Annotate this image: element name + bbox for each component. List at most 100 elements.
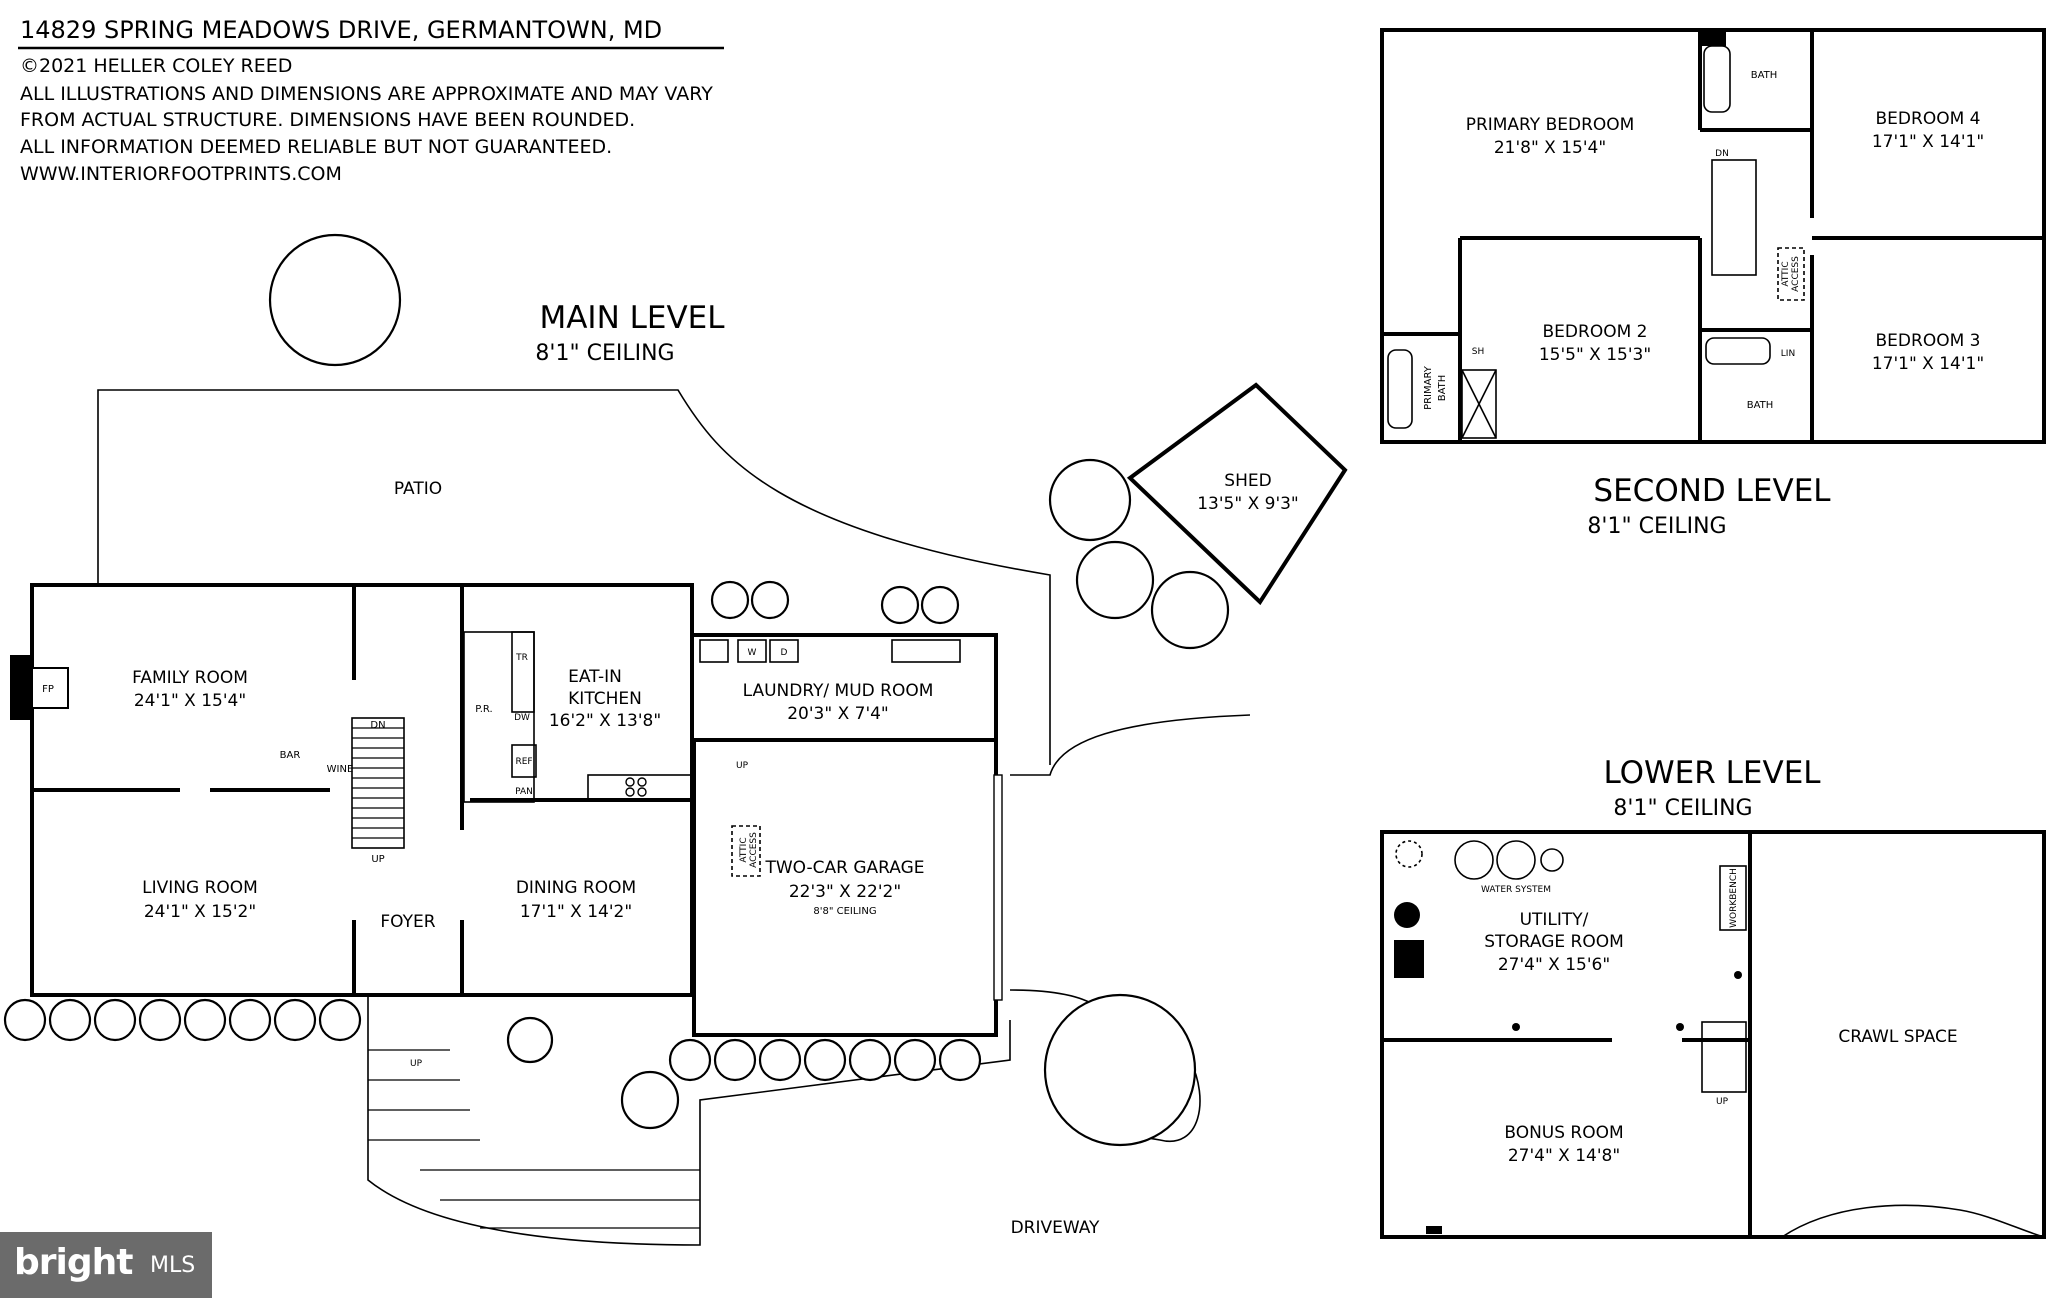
- living-room-dim: 24'1" X 15'2": [144, 902, 256, 922]
- disclaimer-line-3: ALL INFORMATION DEEMED RELIABLE BUT NOT …: [20, 136, 612, 158]
- shed-dim: 13'5" X 9'3": [1197, 494, 1299, 514]
- patio-label: PATIO: [394, 479, 442, 499]
- stair-down-label: DN: [370, 720, 385, 731]
- bedroom2-label: BEDROOM 2: [1543, 322, 1648, 342]
- family-room-label: FAMILY ROOM: [132, 668, 248, 688]
- main-level-ceiling: 8'1" CEILING: [535, 341, 674, 366]
- bar-label: BAR: [280, 750, 301, 761]
- shower-label: SH: [1472, 347, 1484, 357]
- water-heater-icon: [1395, 840, 1423, 868]
- laundry-label: LAUNDRY/ MUD ROOM: [743, 681, 934, 701]
- dryer: [769, 639, 799, 663]
- furnace-icon: [1394, 902, 1420, 928]
- shed-label: SHED: [1224, 471, 1271, 491]
- kitchen-label-1: EAT-IN: [568, 667, 622, 687]
- garage-dim: 22'3" X 22'2": [789, 882, 901, 902]
- primary-bedroom-dim: 21'8" X 15'4": [1494, 138, 1606, 158]
- support-post: [1512, 1023, 1520, 1031]
- family-room-dim: 24'1" X 15'4": [134, 691, 246, 711]
- bonus-room-dim: 27'4" X 14'8": [1508, 1146, 1620, 1166]
- address-title: 14829 SPRING MEADOWS DRIVE, GERMANTOWN, …: [20, 16, 662, 44]
- dishwasher-label: DW: [514, 713, 530, 723]
- main-level-title: MAIN LEVEL: [539, 300, 725, 336]
- tree-icon: [1048, 458, 1132, 542]
- garage-attic-label-1: ATTIC: [739, 837, 749, 862]
- mudroom-closet: [891, 639, 961, 663]
- second-attic-access: [1777, 247, 1805, 301]
- stair-up-label: UP: [371, 854, 384, 865]
- bonus-room-label: BONUS ROOM: [1504, 1123, 1623, 1143]
- pantry-label: PAN: [515, 787, 533, 797]
- powder-room-label: P.R.: [475, 704, 492, 715]
- garage-ceiling: 8'8" CEILING: [813, 906, 876, 917]
- primary-bedroom-label: PRIMARY BEDROOM: [1466, 115, 1635, 135]
- walkway-outline: [367, 995, 1011, 1246]
- bright-logo-text: bright: [14, 1242, 133, 1283]
- disclaimer-line-2: FROM ACTUAL STRUCTURE. DIMENSIONS HAVE B…: [20, 109, 635, 131]
- water-tank-icon: [1540, 848, 1564, 872]
- utility-label-1: UTILITY/: [1520, 910, 1589, 930]
- linen-label: LIN: [1781, 349, 1795, 359]
- lower-level-title: LOWER LEVEL: [1603, 755, 1821, 791]
- utility-label-2: STORAGE ROOM: [1484, 932, 1624, 952]
- trash-label: TR: [515, 653, 528, 663]
- fireplace-hearth: [31, 667, 69, 709]
- kitchen-counter: [511, 631, 535, 713]
- shower-x-2: [1461, 369, 1497, 439]
- living-room-label: LIVING ROOM: [142, 878, 258, 898]
- water-tank-icon: [1454, 840, 1494, 880]
- powder-room: [463, 631, 535, 803]
- ref-label: REF: [515, 757, 532, 767]
- hedge-shrubs: [3, 580, 982, 1082]
- lower-level-outline: [1380, 830, 2046, 1239]
- hvac-unit: [1394, 940, 1424, 978]
- workbench: [1719, 865, 1747, 931]
- landscape-trees: [268, 233, 1230, 1147]
- lower-level: LOWER LEVEL 8'1" CEILING WATER SYSTEM WO…: [1380, 755, 2046, 1239]
- driveway-edge-upper: [1010, 714, 1251, 776]
- bedroom4-label: BEDROOM 4: [1876, 109, 1981, 129]
- bedroom3-dim: 17'1" X 14'1": [1872, 354, 1984, 374]
- bright-mls-watermark: bright MLS: [0, 1232, 212, 1298]
- tree-icon: [1075, 540, 1155, 620]
- patio-outline: [97, 389, 1051, 765]
- second-stair-dn: DN: [1715, 149, 1729, 159]
- second-attic-label-2: ACCESS: [1791, 256, 1801, 292]
- main-staircase: [351, 717, 405, 849]
- water-tank-icon: [1496, 840, 1536, 880]
- sump-pit: [1426, 1226, 1442, 1234]
- primary-shower: [1461, 369, 1497, 439]
- lower-stair-up: UP: [1716, 1097, 1729, 1107]
- bedroom4-dim: 17'1" X 14'1": [1872, 132, 1984, 152]
- hall-bath-label: BATH: [1747, 400, 1774, 411]
- second-staircase: [1711, 159, 1757, 276]
- tree-icon: [506, 1016, 554, 1064]
- garage-up-label: UP: [736, 761, 749, 771]
- tree-icon: [620, 1070, 680, 1130]
- crawl-space-label: CRAWL SPACE: [1838, 1027, 1957, 1047]
- chimney: [1702, 32, 1726, 46]
- fireplace: [10, 655, 32, 720]
- garage-attic-label-2: ACCESS: [749, 832, 759, 868]
- dryer-label: D: [781, 648, 788, 658]
- utility-dim: 27'4" X 15'6": [1498, 955, 1610, 975]
- second-attic-label-1: ATTIC: [1781, 261, 1791, 286]
- bathtub-hall: [1705, 337, 1771, 365]
- wine-label: WINE: [327, 764, 354, 775]
- top-bath-label: BATH: [1751, 70, 1778, 81]
- fireplace-label: FP: [42, 684, 54, 695]
- washer-label: W: [748, 648, 757, 658]
- tree-icon: [268, 233, 402, 367]
- refrigerator: [511, 744, 537, 778]
- laundry-sink: [699, 639, 729, 663]
- water-system-label: WATER SYSTEM: [1481, 885, 1551, 895]
- shed-outline: [1126, 382, 1348, 606]
- cooktop-burners: [625, 777, 647, 797]
- primary-bath-label-2: BATH: [1437, 375, 1448, 402]
- header-block: 14829 SPRING MEADOWS DRIVE, GERMANTOWN, …: [18, 16, 724, 185]
- washer: [737, 639, 767, 663]
- workbench-label: WORKBENCH: [1729, 868, 1739, 928]
- garage-attic-access: [731, 825, 761, 877]
- primary-bath-tub: [1387, 349, 1413, 429]
